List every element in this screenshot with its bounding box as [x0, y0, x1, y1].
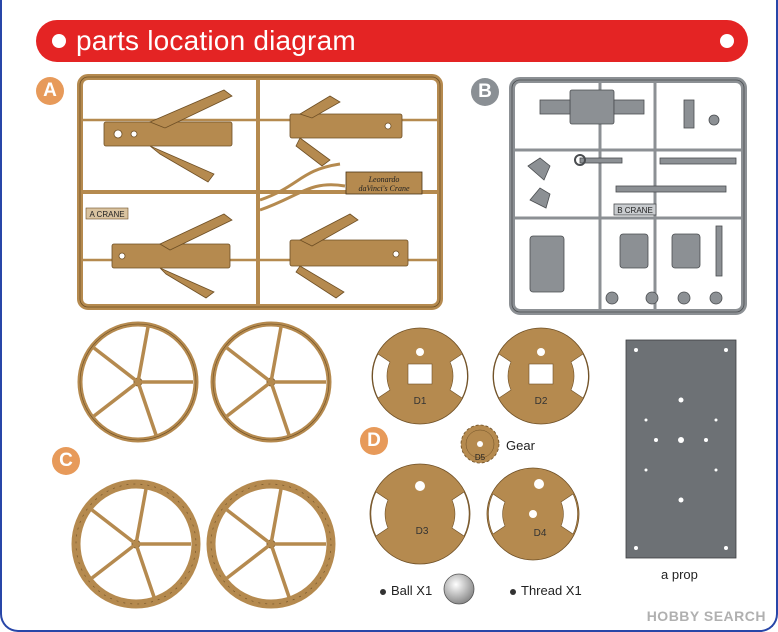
- part-d3-label: D3: [416, 526, 429, 537]
- ball-label: Ball X1: [391, 583, 433, 598]
- section-badge-b: B: [471, 78, 499, 106]
- ball-label-row: Ball X1: [380, 583, 432, 598]
- gear-part: [460, 424, 500, 464]
- crane-arm-part: [289, 95, 403, 167]
- sprue-b: [509, 77, 747, 315]
- bullet: [510, 588, 516, 595]
- part-d4: [486, 467, 580, 561]
- bullet: [380, 588, 386, 595]
- sprue-a: [77, 74, 443, 310]
- part-d3: [369, 463, 471, 565]
- section-badge-c: C: [52, 447, 80, 475]
- section-badge-a: A: [36, 77, 64, 105]
- gear-label: Gear: [506, 438, 535, 453]
- title-dot-right: [720, 34, 734, 48]
- sprue-a-tag: A CRANE: [89, 210, 124, 219]
- wheel-c-top-right: [210, 321, 332, 443]
- crane-arm-part: [289, 213, 409, 299]
- thread-label: Thread X1: [521, 583, 582, 598]
- plate-line1: Leonardo: [368, 175, 400, 184]
- page-title: parts location diagram: [76, 25, 356, 56]
- part-d1-label: D1: [414, 396, 427, 407]
- prop-label: a prop: [661, 567, 698, 582]
- prop-plate: [625, 339, 737, 559]
- crane-arm-part: [103, 89, 233, 183]
- part-d2-label: D2: [535, 396, 548, 407]
- crane-arm-part: [111, 213, 233, 299]
- part-d2: [492, 327, 590, 425]
- thread-label-row: Thread X1: [510, 583, 582, 598]
- part-d1: [371, 327, 469, 425]
- wheel-c-top-left: [77, 321, 199, 443]
- sprue-b-tag: B CRANE: [617, 206, 653, 215]
- gear-wheel-c-bottom-right: [206, 479, 336, 609]
- ball-part: [443, 573, 475, 605]
- gear-id: D5: [475, 453, 486, 462]
- title-dot-left: [52, 34, 66, 48]
- part-d4-label: D4: [534, 528, 547, 539]
- gear-wheel-c-bottom-left: [71, 479, 201, 609]
- title-bar: parts location diagram: [36, 20, 748, 62]
- section-badge-d: D: [360, 427, 388, 455]
- watermark: HOBBY SEARCH: [646, 608, 766, 624]
- plate-line2: daVinci's Crane: [358, 184, 410, 193]
